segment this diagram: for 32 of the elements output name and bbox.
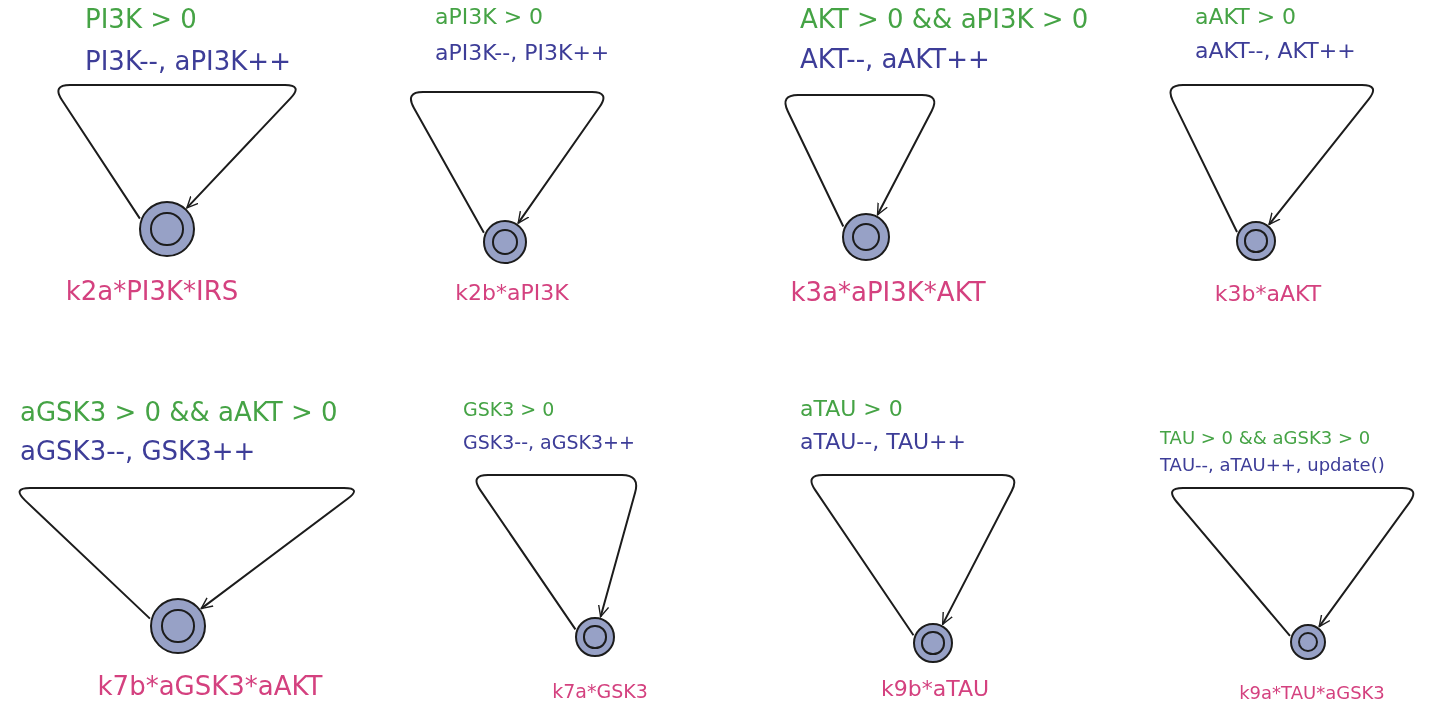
rate-label: k7a*GSK3: [552, 680, 648, 702]
update-label: TAU--, aTAU++, update(): [1160, 454, 1385, 475]
self-loop-arrow: [810, 474, 1016, 637]
rate-label: k3b*aAKT: [1214, 281, 1322, 306]
self-loop-arrow: [784, 94, 936, 228]
update-label: PI3K--, aPI3K++: [85, 46, 291, 76]
update-label: AKT--, aAKT++: [800, 44, 990, 74]
self-loop-arrow: [57, 84, 297, 220]
guard-label: aAKT > 0: [1195, 4, 1297, 29]
update-label: aTAU--, TAU++: [800, 429, 966, 454]
rate-label: k9a*TAU*aGSK3: [1239, 682, 1385, 703]
update-label: GSK3--, aGSK3++: [463, 431, 635, 453]
rate-label: k3a*aPI3K*AKT: [790, 277, 986, 307]
rate-label: k2a*PI3K*IRS: [65, 276, 239, 306]
rate-label: k2b*aPI3K: [455, 280, 569, 305]
guard-label: aPI3K > 0: [435, 4, 544, 29]
guard-label: AKT > 0 && aPI3K > 0: [800, 4, 1089, 34]
update-label: aGSK3--, GSK3++: [20, 436, 256, 466]
guard-label: aTAU > 0: [800, 396, 903, 421]
guard-label: PI3K > 0: [85, 4, 197, 34]
guard-label: aGSK3 > 0 && aAKT > 0: [20, 397, 338, 427]
rate-label: k7b*aGSK3*aAKT: [97, 671, 323, 701]
self-loop-arrow: [1171, 487, 1415, 637]
self-loop-arrow: [475, 474, 638, 631]
update-label: aAKT--, AKT++: [1195, 38, 1356, 63]
guard-label: TAU > 0 && aGSK3 > 0: [1160, 427, 1371, 448]
update-label: aPI3K--, PI3K++: [435, 40, 610, 65]
rate-label: k9b*aTAU: [880, 676, 990, 701]
self-loop-arrow: [18, 487, 355, 620]
guard-label: GSK3 > 0: [463, 398, 555, 420]
self-loop-arrow: [1169, 84, 1375, 233]
self-loop-arrow: [409, 91, 605, 234]
